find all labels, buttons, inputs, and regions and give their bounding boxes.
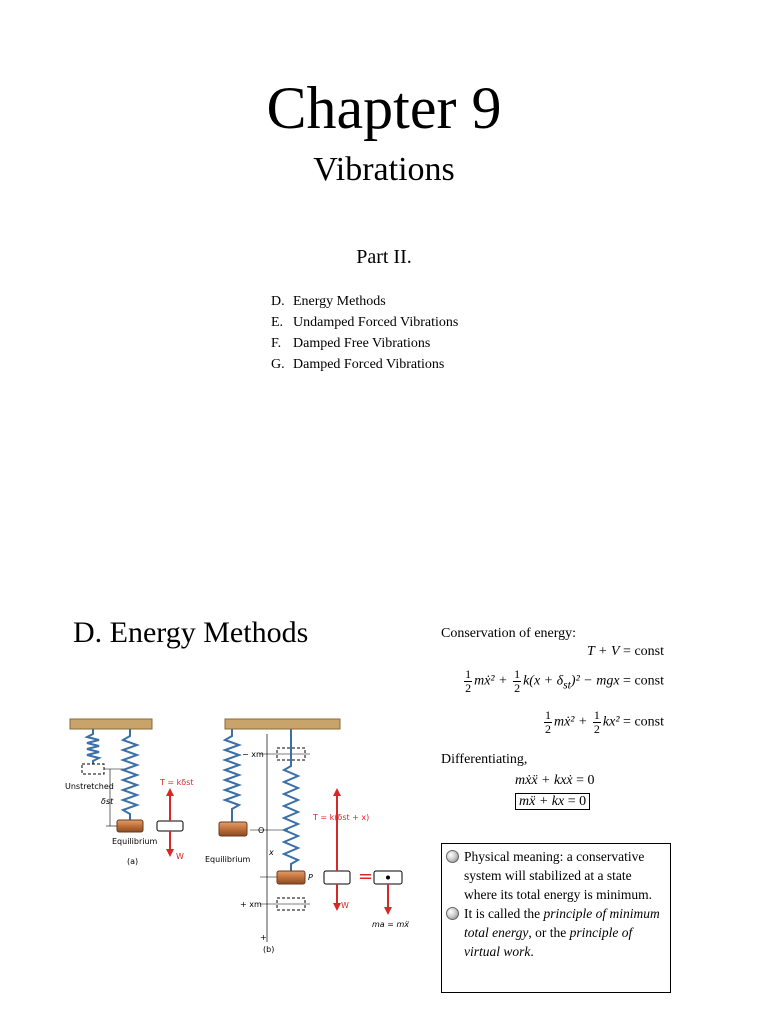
chapter-subtitle: Vibrations	[313, 151, 455, 188]
equation-of-motion: mẍ + kx = 0	[515, 793, 591, 811]
topics-list: D. Energy Methods E. Undamped Forced Vibra…	[271, 291, 458, 375]
physical-meaning-note: Physical meaning: a conservative system …	[441, 843, 671, 993]
arrow-head	[166, 849, 174, 857]
list-marker: D.	[271, 294, 285, 309]
mass-block-b-right	[276, 870, 306, 885]
list-marker: G.	[271, 357, 285, 372]
list-item: G. Damped Forced Vibrations	[271, 354, 458, 375]
note-emphasis: principle of virtual work	[464, 925, 633, 959]
equals-sign: =	[358, 866, 373, 887]
fraction-denominator: 2	[544, 722, 551, 736]
tension-label-b: T = k(δst + x)	[312, 813, 369, 822]
equation-lhs: T + V	[587, 644, 620, 659]
equation-rhs: = const	[619, 673, 664, 689]
fraction-numerator: 1	[592, 708, 601, 723]
free-body-a	[156, 820, 184, 832]
stretched-spring-b-right	[281, 729, 301, 871]
equation-rhs: = 0	[564, 794, 587, 809]
equilibrium-label-a: Equilibrium	[112, 837, 158, 846]
plus-sign: +	[260, 933, 267, 942]
list-item: F. Damped Free Vibrations	[271, 333, 458, 354]
weight-label-b: W	[341, 901, 349, 910]
equation-term: kx²	[602, 714, 620, 730]
stretched-spring-a	[120, 729, 140, 820]
minus-xm-label: − xm	[242, 750, 264, 759]
equation-lhs: mẍ + kx	[519, 794, 565, 809]
mass-block-a	[116, 819, 144, 833]
unstretched-block-outline	[81, 763, 105, 775]
equation-term: mẋ² +	[474, 673, 512, 689]
center-point	[386, 875, 390, 880]
plus-xm-label: + xm	[240, 900, 262, 909]
list-item-label: Undamped Forced Vibrations	[293, 315, 459, 330]
arrow-head	[166, 788, 174, 796]
fraction-numerator: 1	[543, 708, 552, 723]
chapter-title: Chapter 9	[266, 75, 502, 141]
weight-label-a: W	[176, 852, 184, 861]
list-item-label: Energy Methods	[293, 294, 386, 309]
unstretched-label: Unstretched	[65, 782, 114, 791]
fraction-denominator: 2	[593, 722, 600, 736]
differentiating-label: Differentiating,	[441, 752, 528, 767]
conservation-label: Conservation of energy:	[441, 626, 577, 641]
p-label: P	[308, 873, 313, 882]
equation-rhs: = const	[619, 644, 664, 659]
stretched-spring-b-left	[222, 729, 242, 822]
list-item-label: Damped Free Vibrations	[293, 336, 431, 351]
note-text: Physical meaning: a conservative system …	[464, 849, 652, 902]
equation-lhs: mẋẍ + kxẋ	[515, 773, 573, 788]
equation-derivative: mẋẍ + kxẋ = 0	[515, 772, 595, 790]
arrow-head	[384, 907, 392, 915]
list-item: E. Undamped Forced Vibrations	[271, 312, 458, 333]
fraction-denominator: 2	[465, 681, 472, 695]
free-body-b	[323, 870, 351, 885]
delta-st-label: δst	[101, 797, 114, 806]
note-emphasis: principle of minimum total energy	[464, 906, 660, 940]
fraction-numerator: 1	[513, 667, 522, 682]
equation-term: k(x + δ	[523, 673, 564, 689]
ceiling-support-a	[69, 718, 153, 730]
list-marker: E.	[271, 315, 284, 330]
caption-a: (a)	[127, 857, 138, 866]
equation-term: )² − mgx	[570, 673, 620, 689]
mass-block-b-left	[218, 821, 248, 837]
unstretched-spring	[84, 729, 102, 764]
origin-label: O	[258, 826, 264, 835]
list-marker: F.	[271, 336, 282, 351]
ceiling-support-b	[224, 718, 341, 730]
equilibrium-label-b: Equilibrium	[205, 855, 251, 864]
equation-rhs: = const	[619, 714, 664, 730]
fraction-denominator: 2	[514, 681, 521, 695]
equation-energy-sum: T + V = const	[587, 643, 664, 661]
equation-subscript: st	[563, 678, 571, 692]
arrow-head	[333, 903, 341, 911]
equation-rhs: = 0	[572, 773, 595, 788]
inertia-label: ma = mẍ	[372, 920, 409, 929]
part-label: Part II.	[356, 246, 412, 268]
note-item: It is called the principle of minimum to…	[446, 904, 666, 961]
note-text: It is called the	[464, 906, 544, 921]
list-item-label: Damped Forced Vibrations	[293, 357, 445, 372]
tension-label-a: T = kδst	[159, 778, 194, 787]
arrow-head	[333, 788, 341, 796]
boxed-equation: mẍ + kx = 0	[515, 793, 591, 810]
note-text: , or the	[528, 925, 570, 940]
section-heading: D. Energy Methods	[73, 616, 309, 649]
note-text: .	[530, 944, 534, 959]
list-item: D. Energy Methods	[271, 291, 458, 312]
fraction-numerator: 1	[464, 667, 473, 682]
bullet-icon	[446, 907, 459, 920]
equation-term: mẋ² +	[553, 714, 591, 730]
note-item: Physical meaning: a conservative system …	[446, 847, 666, 904]
caption-b: (b)	[263, 945, 274, 954]
x-label: x	[268, 848, 274, 857]
bullet-icon	[446, 850, 459, 863]
spring-mass-figure: Unstretched δst Equilibrium (a) T = kδst…	[65, 718, 409, 954]
